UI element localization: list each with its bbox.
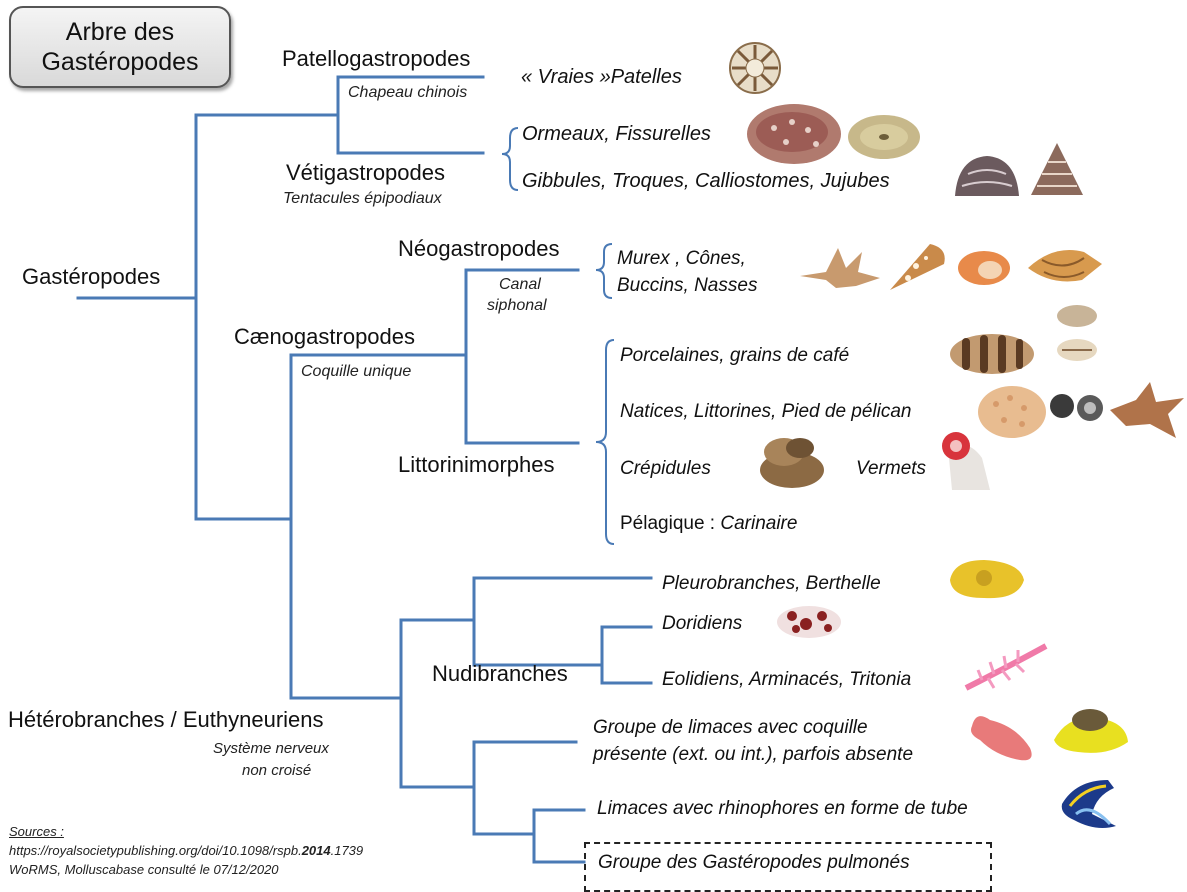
leaf-buccins: Buccins, Nasses: [617, 273, 757, 298]
ormeau-shell-image: [744, 100, 844, 166]
leaf-ormeaux: Ormeaux, Fissurelles: [522, 123, 711, 146]
node-patellogastropodes: Patellogastropodes: [282, 46, 470, 72]
leaf-doridiens: Doridiens: [662, 611, 742, 636]
nasse-shell-image: [1024, 242, 1104, 288]
sources-worms: WoRMS, Molluscabase consulté le 07/12/20…: [9, 860, 279, 879]
leaf-gibbules: Gibbules, Troques, Calliostomes, Jujubes: [522, 170, 890, 193]
leaf-limaces-coquille-line1: Groupe de limaces avec coquille: [593, 715, 868, 740]
node-heterobranches: Hétérobranches / Euthyneuriens: [8, 707, 324, 733]
bracket-littorini: [596, 340, 614, 544]
node-neogastropodes-subtitle-line1: Canal: [499, 276, 541, 294]
leaf-limaces-rhinophores: Limaces avec rhinophores en forme de tub…: [597, 796, 968, 821]
node-patellogastropodes-subtitle: Chapeau chinois: [348, 84, 467, 102]
sources-url: https://royalsocietypublishing.org/doi/1…: [9, 841, 363, 860]
gibbule-shell-image: [952, 152, 1022, 200]
limace-jaune-coquille-image: [1048, 700, 1132, 758]
buccin-shell-image: [954, 246, 1012, 288]
leaf-natices: Natices, Littorines, Pied de pélican: [620, 399, 912, 424]
node-gasteropodes: Gastéropodes: [22, 264, 160, 290]
sources-url-bold: 2014: [302, 843, 331, 858]
leaf-patelles: « Vraies »Patelles: [521, 66, 682, 89]
node-heterobranches-subtitle-line1: Système nerveux: [213, 740, 329, 757]
leaf-crepidules: Crépidules: [620, 456, 711, 481]
leaf-pleurobranches: Pleurobranches, Berthelle: [662, 571, 881, 596]
sources-url-prefix: https://royalsocietypublishing.org/doi/1…: [9, 843, 302, 858]
crepidule-shells-image: [754, 430, 830, 492]
node-heterobranches-subtitle-line2: non croisé: [242, 762, 311, 779]
patelle-shell-image: [727, 40, 783, 96]
leaf-pelagique-label: Pélagique :: [620, 513, 715, 534]
troque-shell-image: [1028, 140, 1086, 200]
limace-rose-image: [966, 706, 1046, 766]
pleurobranche-image: [944, 556, 1028, 602]
fissurelle-shell-image: [846, 112, 922, 162]
grain-de-cafe-shells-image: [1054, 302, 1100, 364]
murex-shell-image: [796, 242, 884, 292]
eolidien-image: [962, 640, 1050, 696]
bracket-neogastro: [596, 244, 612, 298]
leaf-porcelaines: Porcelaines, grains de café: [620, 343, 849, 368]
leaf-murex: Murex , Cônes,: [617, 246, 746, 271]
limace-rhinophores-image: [1056, 774, 1122, 834]
node-littorinimorphes: Littorinimorphes: [398, 452, 555, 478]
sources-url-suffix: .1739: [331, 843, 364, 858]
leaf-limaces-coquille-line2: présente (ext. ou int.), parfois absente: [593, 742, 913, 767]
doridien-image: [774, 602, 844, 642]
node-nudibranches: Nudibranches: [432, 661, 568, 687]
leaf-pelagique: Pélagique : Carinaire: [620, 511, 797, 536]
pied-de-pelican-shell-image: [1106, 380, 1186, 442]
node-caenogastropodes-subtitle: Coquille unique: [301, 363, 411, 381]
leaf-vermets: Vermets: [856, 456, 926, 481]
leaf-eolidiens: Eolidiens, Arminacés, Tritonia: [662, 667, 911, 692]
node-vetigastropodes: Vétigastropodes: [286, 160, 445, 186]
littorine-shells-image: [1048, 390, 1108, 424]
vermet-image: [938, 428, 996, 494]
porcelaine-shell-image: [948, 330, 1036, 378]
bracket-vetigastro: [502, 128, 518, 190]
node-vetigastropodes-subtitle: Tentacules épipodiaux: [283, 190, 442, 208]
leaf-pelagique-value: Carinaire: [720, 513, 797, 534]
node-neogastropodes-subtitle-line2: siphonal: [487, 297, 547, 315]
leaf-pulmones: Groupe des Gastéropodes pulmonés: [598, 850, 910, 875]
node-neogastropodes: Néogastropodes: [398, 236, 559, 262]
node-caenogastropodes: Cænogastropodes: [234, 324, 415, 350]
sources-label: Sources :: [9, 822, 64, 841]
cone-shell-image: [886, 240, 950, 294]
